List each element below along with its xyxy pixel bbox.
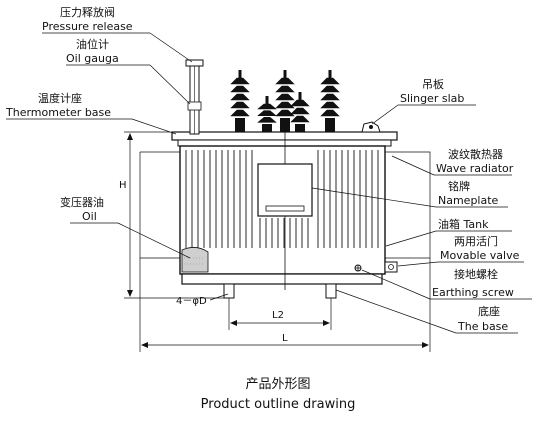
- dimension-l2: L2: [228, 298, 332, 330]
- oil-gauge-column: [185, 59, 204, 135]
- slinger-en: Slinger slab: [400, 92, 464, 105]
- pressure-release-en: Pressure release: [42, 20, 133, 33]
- callout-earthing: 接地螺栓 Earthing screw: [361, 267, 532, 300]
- oil-gauge-cn: 油位计: [76, 37, 109, 51]
- tank-base: [181, 273, 383, 299]
- dimension-l-label: L: [282, 333, 288, 344]
- slinger-slab: [361, 121, 381, 133]
- earthing-cn: 接地螺栓: [454, 267, 498, 281]
- base-cn: 底座: [478, 304, 500, 318]
- bushings: [230, 70, 340, 132]
- dimension-l2-label: L2: [272, 310, 284, 321]
- tank-cover: [171, 131, 398, 147]
- oil-fill: [181, 247, 209, 273]
- bushing: [275, 70, 295, 132]
- callout-slinger: 吊板 Slinger slab: [371, 77, 476, 125]
- callout-valve: 两用活门 Movable valve: [397, 234, 524, 267]
- valve-en: Movable valve: [440, 249, 520, 262]
- dimension-l: L: [139, 258, 431, 352]
- hole-callout: 4－φD: [176, 293, 229, 307]
- callout-oil-gauge: 油位计 Oil gauga: [66, 37, 191, 105]
- caption-en: Product outline drawing: [201, 397, 356, 412]
- oil-en: Oil: [82, 210, 97, 223]
- bushing: [230, 70, 250, 132]
- thermometer-en: Thermometer base: [5, 106, 111, 119]
- pressure-release-cn: 压力释放阀: [60, 5, 115, 19]
- bushing: [320, 70, 340, 132]
- dimension-h: H: [119, 131, 224, 299]
- base-en: The base: [457, 320, 508, 333]
- dimension-h-label: H: [119, 180, 127, 191]
- earthing-screw: [354, 264, 362, 272]
- valve-cn: 两用活门: [454, 234, 498, 248]
- bushing: [290, 92, 310, 132]
- nameplate-cn: 铭牌: [448, 179, 470, 193]
- radiator-en: Wave radiator: [436, 162, 514, 175]
- wave-radiator-fins: [185, 150, 379, 248]
- radiator-cn: 波纹散热器: [448, 147, 503, 161]
- hole-label: 4－φD: [176, 296, 207, 307]
- callout-oil: 变压器油 Oil: [60, 195, 191, 259]
- tank-label: 油箱 Tank: [438, 217, 489, 231]
- callout-radiator: 波纹散热器 Wave radiator: [391, 147, 514, 176]
- oil-cn: 变压器油: [60, 195, 104, 209]
- callout-nameplate: 铭牌 Nameplate: [311, 179, 508, 208]
- movable-valve: [384, 261, 398, 273]
- callout-thermometer: 温度计座 Thermometer base: [5, 91, 177, 135]
- slinger-cn: 吊板: [422, 77, 444, 91]
- callout-base: 底座 The base: [335, 289, 518, 334]
- nameplate: [257, 128, 313, 290]
- bushing: [257, 96, 277, 132]
- callout-pressure-release: 压力释放阀 Pressure release: [42, 5, 193, 63]
- earthing-en: Earthing screw: [432, 286, 514, 299]
- nameplate-en: Nameplate: [438, 194, 499, 207]
- callout-tank: 油箱 Tank: [385, 217, 512, 247]
- oil-gauge-en: Oil gauga: [66, 52, 119, 65]
- thermometer-cn: 温度计座: [38, 91, 82, 105]
- caption-cn: 产品外形图: [245, 377, 310, 392]
